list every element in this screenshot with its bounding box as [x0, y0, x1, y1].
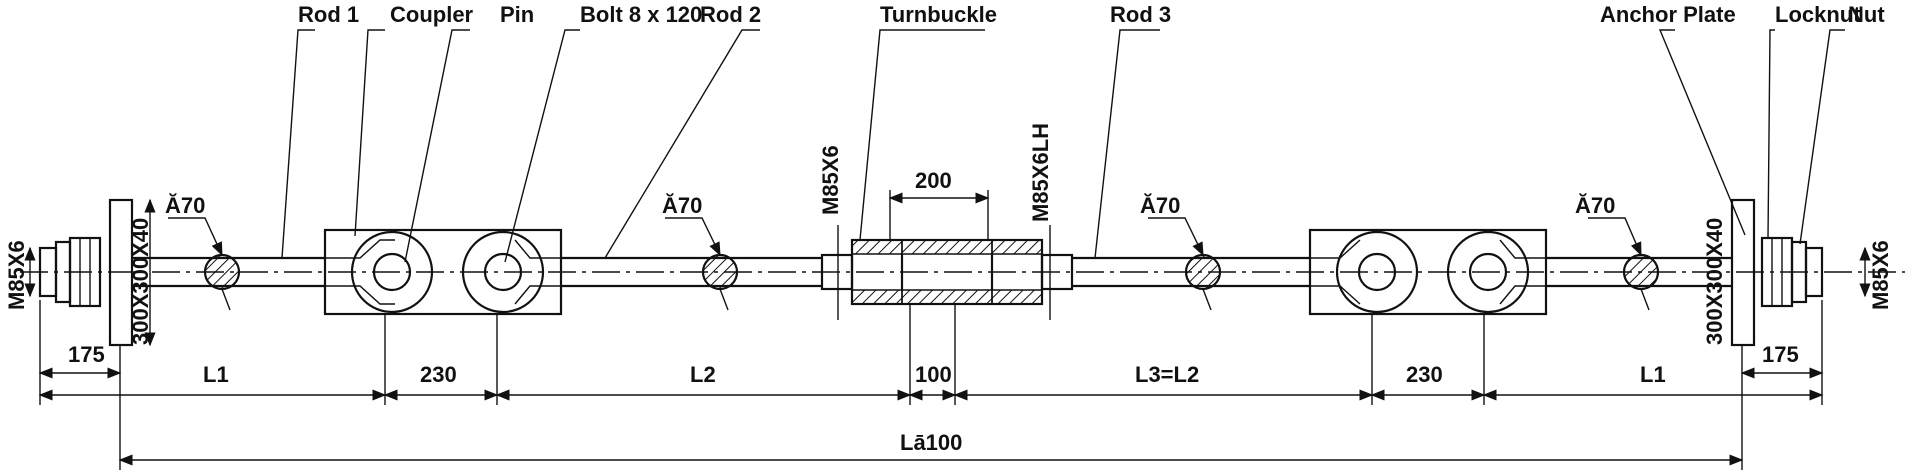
label-plate-right: 300X300X40: [1702, 218, 1727, 345]
label-m85x6-left: M85X6: [4, 240, 29, 310]
label-rod3: Rod 3: [1110, 2, 1171, 27]
diameter-leaders: [168, 217, 1650, 311]
turnbuckle-body: [820, 238, 1074, 306]
label-m85x6lh: M85X6LH: [1028, 123, 1053, 222]
label-dia4: Ă70: [1575, 193, 1615, 218]
label-175-right: 175: [1762, 342, 1799, 367]
label-turnbuckle: Turnbuckle: [880, 2, 997, 27]
label-175-left: 175: [68, 342, 105, 367]
label-m85x6-tb: M85X6: [818, 145, 843, 215]
label-L1-right: L1: [1640, 362, 1666, 387]
right-nut-assembly: [1760, 236, 1824, 308]
label-m85x6-right: M85X6: [1868, 240, 1893, 310]
vertical-dims: M85X6 300X300X40 M85X6 M85X6LH 300X300X4…: [4, 123, 1893, 347]
label-total: Lā100: [900, 430, 962, 455]
label-rod2: Rod 2: [700, 2, 761, 27]
label-230-left: 230: [420, 362, 457, 387]
label-pin: Pin: [500, 2, 534, 27]
label-L2: L2: [690, 362, 716, 387]
label-tb-200: 200: [915, 168, 952, 193]
label-locknut: Locknut: [1775, 2, 1861, 27]
label-dia1: Ă70: [165, 193, 205, 218]
callout-leaders: [281, 29, 1845, 263]
label-nut: Nut: [1848, 2, 1885, 27]
label-coupler: Coupler: [390, 2, 474, 27]
left-nut-assembly: [38, 236, 102, 308]
label-100: 100: [915, 362, 952, 387]
label-L3: L3=L2: [1135, 362, 1199, 387]
label-230-right: 230: [1406, 362, 1443, 387]
left-coupler: [323, 228, 563, 316]
right-anchor-plate: [1730, 198, 1756, 347]
label-bolt: Bolt 8 x 120: [580, 2, 702, 27]
label-dia2: Ă70: [662, 193, 702, 218]
right-coupler: [1308, 228, 1548, 316]
left-anchor-plate: [108, 198, 134, 347]
label-plate-left: 300X300X40: [128, 218, 153, 345]
label-rod1: Rod 1: [298, 2, 359, 27]
label-anchor-plate: Anchor Plate: [1600, 2, 1736, 27]
label-L1-left: L1: [203, 362, 229, 387]
label-dia3: Ă70: [1140, 193, 1180, 218]
dimension-row-1: [38, 300, 1824, 470]
